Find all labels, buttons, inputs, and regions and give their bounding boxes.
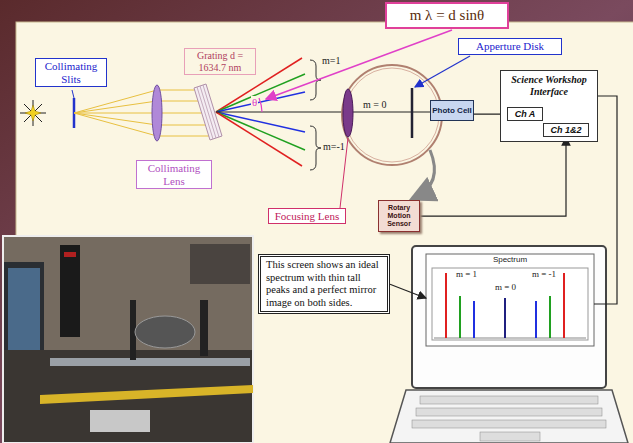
angle-label: θ	[251, 96, 258, 108]
note-box: This screen shows an ideal spectrum with…	[258, 254, 390, 314]
formula-box: m λ = d sinθ	[385, 2, 509, 29]
order-label: m = 0	[494, 283, 517, 293]
callout-box: Apperture Disk	[458, 38, 562, 55]
order-label: m=1	[322, 55, 340, 66]
spectrum-window: Spectrum	[426, 254, 594, 346]
order-label: m=-1	[323, 141, 345, 152]
sensor-box: Rotary Motion Sensor	[378, 200, 420, 232]
node-text: Spectrum	[427, 255, 593, 264]
node-text: Ch 1&2	[546, 125, 586, 135]
node-text: Collimating Slits	[39, 60, 103, 85]
node-text: Science Workshop Interface	[503, 74, 595, 97]
order-label: m = 1	[455, 270, 478, 280]
channel-box: Ch 1&2	[543, 123, 589, 137]
node-text: Apperture Disk	[462, 40, 558, 53]
interface-box: Science Workshop Interface Ch A Ch 1&2	[500, 70, 598, 142]
node-text: m λ = d sinθ	[391, 7, 503, 24]
node-text: Rotary Motion Sensor	[380, 204, 418, 228]
order-label: m = 0	[362, 99, 387, 110]
node-text: Photo Cell	[432, 106, 472, 115]
channel-box: Ch A	[507, 107, 543, 121]
callout-box: Collimating Lens	[136, 160, 212, 189]
node-text: Collimating Lens	[140, 162, 208, 187]
connector	[390, 284, 426, 298]
node-text: Focusing Lens	[272, 210, 342, 222]
node-text: This screen shows an ideal spectrum with…	[266, 259, 382, 309]
callout-box: Collimating Slits	[35, 58, 107, 87]
node-text: Ch A	[510, 109, 540, 119]
grating-label-box: Grating d = 1634.7 nm	[184, 48, 256, 75]
connector	[420, 137, 566, 216]
order-label: m = -1	[531, 270, 557, 280]
callout-box: Focusing Lens	[268, 208, 346, 224]
photo-cell-box: Photo Cell	[430, 100, 474, 121]
node-text: Grating d = 1634.7 nm	[187, 50, 253, 73]
